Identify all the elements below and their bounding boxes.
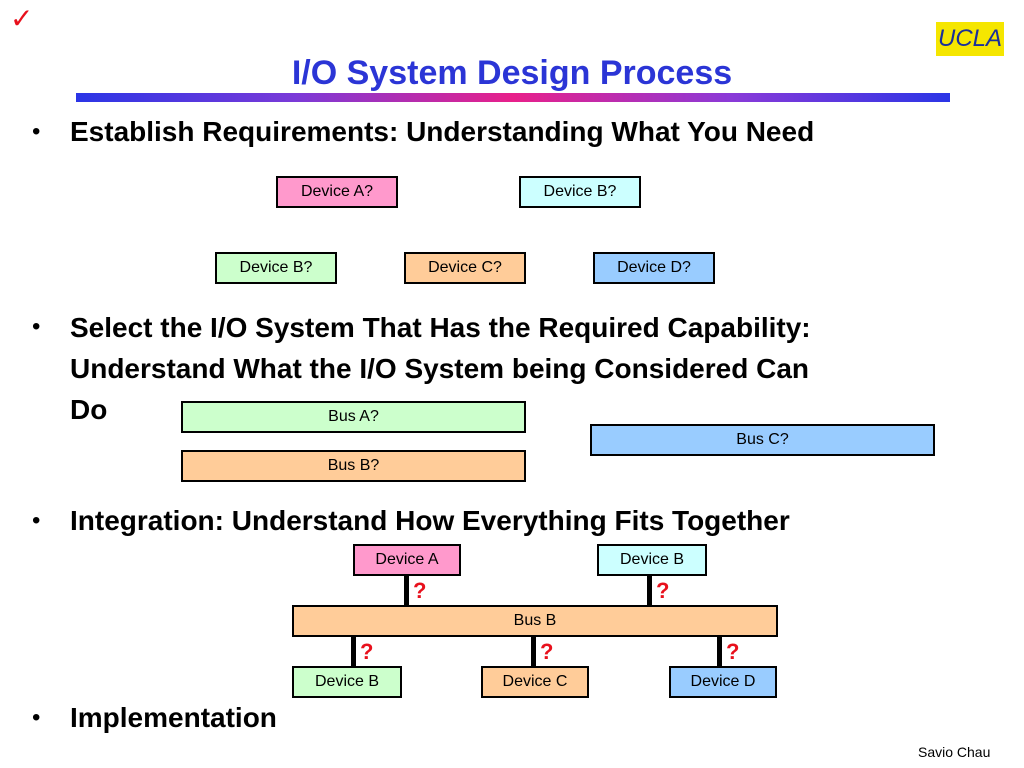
bullet-marker: • [32,507,41,534]
question-mark: ? [360,639,374,664]
integration-device-b-bottom: Device B [292,666,402,698]
bullet-marker: • [32,704,41,731]
author-footer: Savio Chau [918,744,991,760]
integration-device-b-top: Device B [597,544,707,576]
device-d-requirement: Device D? [593,252,715,284]
bullet-implementation: Implementation [70,702,277,733]
integration-bus-b: Bus B [292,605,778,637]
bullet-select-line-3: Do [70,394,108,425]
bullet-select-line-1: Select the I/O System That Has the Requi… [70,312,811,343]
integration-device-d: Device D [669,666,777,698]
check-mark-icon: ✓ [10,2,34,35]
bullet-integration: Integration: Understand How Everything F… [70,505,790,536]
question-mark: ? [726,639,740,664]
slide-title: I/O System Design Process [291,54,733,92]
integration-device-c: Device C [481,666,589,698]
integration-device-a: Device A [353,544,461,576]
bus-c-candidate: Bus C? [590,424,935,456]
question-mark: ? [540,639,554,664]
bus-a-candidate: Bus A? [181,401,526,433]
device-c-requirement: Device C? [404,252,526,284]
connector-device-a [404,576,409,605]
question-mark: ? [413,578,427,603]
bus-b-candidate: Bus B? [181,450,526,482]
device-a-requirement: Device A? [276,176,398,208]
bullet-select-line-2: Understand What the I/O System being Con… [70,353,809,384]
title-underline [76,93,950,102]
connector-device-b-bottom [351,637,356,666]
device-b-requirement-alt: Device B? [215,252,337,284]
bullet-requirements: Establish Requirements: Understanding Wh… [70,116,815,147]
bullet-marker: • [32,118,41,145]
connector-device-d [717,637,722,666]
device-b-requirement: Device B? [519,176,641,208]
ucla-logo: UCLA [936,22,1004,56]
connector-device-b-top [647,576,652,605]
question-mark: ? [656,578,670,603]
connector-device-c [531,637,536,666]
bullet-marker: • [32,313,41,340]
